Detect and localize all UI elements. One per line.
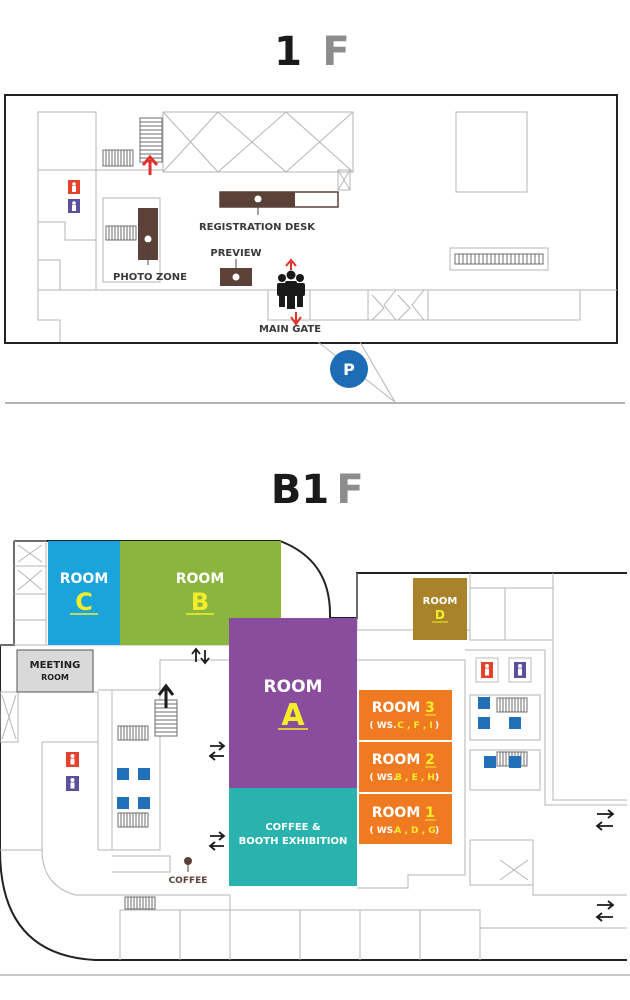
room-1-ws-letters: A , D , G — [394, 826, 435, 836]
coffee-booth-label-2: BOOTH EXHIBITION — [239, 836, 348, 847]
coffee-marker-icon — [184, 857, 192, 865]
room-3-number: 3 — [425, 700, 435, 716]
room-3-ws-suffix: ) — [435, 721, 439, 731]
door-arrow-up-icon — [191, 647, 201, 662]
photo-zone — [138, 208, 158, 260]
parking-label: P — [343, 360, 355, 379]
main-gate-people-icon — [277, 270, 305, 309]
main-gate-label: MAIN GATE — [259, 324, 321, 335]
room-3-ws-letters: C , F , I — [397, 721, 432, 731]
room-2-number: 2 — [425, 752, 435, 768]
photo-zone-marker-icon — [144, 235, 152, 243]
room-c-word: ROOM — [60, 571, 109, 587]
room-a — [229, 618, 357, 788]
floor-1f-title-number: 1 — [274, 29, 302, 75]
b1f-restroom-blue-icons — [117, 697, 521, 809]
room-c-letter: C — [75, 588, 93, 616]
coffee-booth-label-1: COFFEE & — [265, 822, 321, 833]
preview-label: PREVIEW — [210, 248, 261, 259]
room-1-ws-prefix: ( WS. — [369, 826, 396, 836]
room-1-number: 1 — [425, 805, 435, 821]
door-arrows-icon — [208, 741, 615, 922]
registration-marker-icon — [254, 195, 262, 203]
room-d — [413, 578, 467, 640]
room-3-ws-prefix: ( WS. — [369, 721, 396, 731]
room-b-word: ROOM — [176, 571, 225, 587]
room-2-ws-letters: B , E , H — [395, 773, 435, 783]
coffee-booth-exhibition — [229, 788, 357, 886]
floor-1f-walls — [37, 111, 617, 342]
room-1-word: ROOM — [372, 805, 421, 821]
floor-b1f: B1 F — [0, 467, 630, 976]
gate-arrow-up-icon — [285, 258, 297, 270]
meeting-room — [16, 649, 94, 693]
room-2-word: ROOM — [372, 752, 421, 768]
room-3 — [359, 690, 452, 740]
photo-zone-label: PHOTO ZONE — [113, 272, 187, 283]
door-arrow-down-icon — [200, 650, 210, 665]
meeting-room-label-1: MEETING — [30, 660, 81, 671]
room-1 — [359, 794, 452, 844]
preview-marker-icon — [232, 273, 240, 281]
floor-1f-title-suffix: F — [322, 29, 349, 75]
floor-1f: 1 F — [4, 29, 625, 404]
floor-1f-outline — [4, 94, 618, 344]
room-3-word: ROOM — [372, 700, 421, 716]
room-2-ws-prefix: ( WS. — [369, 773, 396, 783]
gate-arrow-down-icon — [290, 312, 302, 326]
room-1-ws-suffix: ) — [435, 826, 439, 836]
registration-desk-label: REGISTRATION DESK — [199, 222, 316, 233]
b1f-stair-up-arrow-icon — [157, 683, 175, 708]
floor-b1f-walls — [0, 540, 627, 960]
floor-1f-stairs — [102, 117, 544, 265]
room-d-letter: D — [435, 608, 445, 622]
room-b-letter: B — [191, 588, 209, 616]
room-a-letter: A — [281, 698, 305, 733]
coffee-label: COFFEE — [169, 876, 208, 886]
room-d-word: ROOM — [423, 596, 458, 607]
floor-b1f-stairs — [117, 697, 528, 910]
room-c — [48, 541, 120, 645]
parking-icon — [330, 350, 368, 388]
stair-up-arrow-icon — [141, 154, 159, 175]
meeting-room-label-2: ROOM — [41, 673, 69, 682]
room-2-ws-suffix: ) — [435, 773, 439, 783]
room-2 — [359, 742, 452, 792]
room-a-word: ROOM — [264, 677, 323, 697]
floor-b1f-title-number: B1 — [271, 467, 329, 513]
floor-b1f-title-suffix: F — [336, 467, 363, 513]
